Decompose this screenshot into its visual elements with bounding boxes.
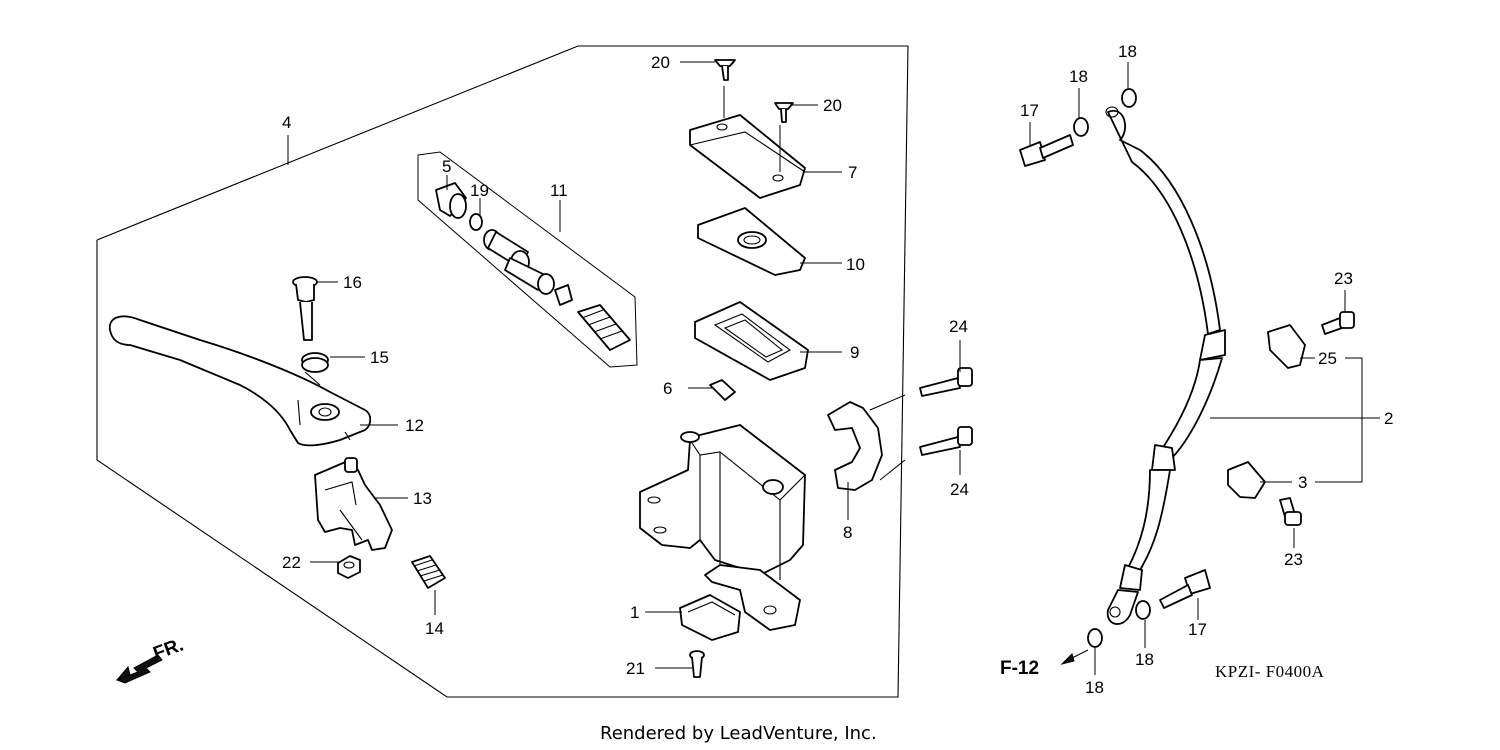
cover-screw [714, 59, 794, 123]
callout-4: 4 [282, 113, 291, 132]
oil-bolt [1019, 134, 1211, 609]
sealing-washer [1073, 88, 1151, 648]
callout-21: 21 [626, 659, 645, 678]
piston-spring [577, 304, 631, 351]
reference-f12: F-12 [1000, 658, 1039, 679]
callout-24: 24 [950, 480, 969, 499]
lever-spring [301, 352, 329, 386]
callout-23: 23 [1284, 550, 1303, 569]
callout-20-top: 20 [651, 53, 670, 72]
switch-screw [689, 650, 705, 678]
callout-17: 17 [1188, 620, 1207, 639]
callout-23-top: 23 [1334, 269, 1353, 288]
callout-25: 25 [1318, 349, 1337, 368]
callout-1: 1 [630, 603, 639, 622]
assembly-boundary [96, 45, 909, 698]
callout-2: 2 [1384, 409, 1393, 428]
callout-9: 9 [850, 343, 859, 362]
callout-10: 10 [846, 255, 865, 274]
diaphragm [694, 301, 809, 381]
clamp-bolt [1279, 311, 1355, 526]
callout-18-c: 18 [1135, 650, 1154, 669]
callout-8: 8 [843, 523, 852, 542]
callout-14: 14 [425, 619, 444, 638]
callout-labels: 4 5 19 11 20 20 7 10 9 6 16 15 12 13 22 … [282, 42, 1393, 697]
callout-6: 6 [663, 379, 672, 398]
callout-19: 19 [470, 181, 489, 200]
leader-lines [287, 61, 1380, 675]
front-direction-arrow [115, 654, 163, 684]
callout-13: 13 [413, 489, 432, 508]
callout-16: 16 [343, 273, 362, 292]
callout-17-top: 17 [1020, 101, 1039, 120]
callout-18-a: 18 [1069, 67, 1088, 86]
diaphragm-plate [697, 207, 806, 276]
pivot-bolt [292, 276, 318, 341]
brake-hose [1105, 106, 1226, 625]
holder-spring [411, 555, 446, 589]
lever-holder [314, 457, 393, 551]
callout-3: 3 [1298, 473, 1307, 492]
circlip [469, 213, 483, 231]
dust-boot [435, 182, 467, 219]
piston-kit-boundary [417, 151, 638, 368]
front-label: FR. [151, 634, 187, 664]
piston-cup [554, 284, 573, 306]
callout-18-b: 18 [1118, 42, 1137, 61]
credit-text: Rendered by LeadVenture, Inc. [600, 723, 877, 744]
callout-5: 5 [442, 157, 451, 176]
callout-24-top: 24 [949, 317, 968, 336]
callout-7: 7 [848, 163, 857, 182]
nut [337, 555, 361, 579]
master-cylinder-holder [827, 394, 906, 491]
master-cylinder-body [639, 424, 806, 631]
brake-switch [679, 594, 741, 641]
hose-clamp [1227, 324, 1306, 499]
callout-11: 11 [550, 181, 568, 200]
diagram-code: KPZI- F0400A [1215, 662, 1325, 681]
piston [483, 229, 555, 295]
callout-12: 12 [405, 416, 424, 435]
reservoir-cover [689, 114, 806, 199]
callout-22: 22 [282, 553, 301, 572]
callout-15: 15 [370, 348, 389, 367]
holder-bolt [919, 367, 973, 456]
clip [709, 379, 736, 401]
brake-lever [108, 315, 372, 447]
callout-20: 20 [823, 96, 842, 115]
callout-18-d: 18 [1085, 678, 1104, 697]
